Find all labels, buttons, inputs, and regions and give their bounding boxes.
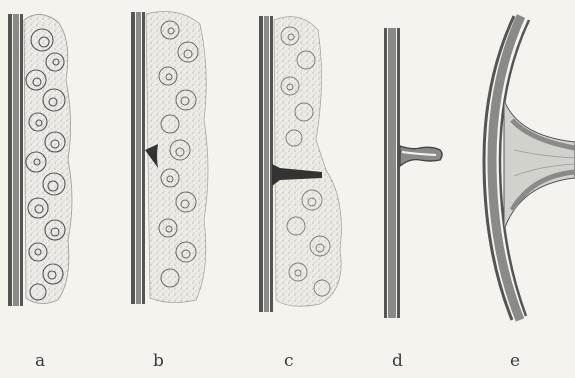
panel-b-drawing	[131, 12, 208, 304]
label-d: d	[392, 353, 403, 370]
label-a: a	[35, 353, 45, 370]
label-c: c	[284, 353, 294, 370]
label-e: e	[510, 353, 520, 370]
panel-a-drawing	[8, 14, 72, 306]
panel-d-drawing	[384, 28, 442, 318]
panel-e-drawing	[484, 16, 575, 320]
label-b: b	[153, 353, 164, 370]
panel-c-drawing	[259, 16, 341, 312]
